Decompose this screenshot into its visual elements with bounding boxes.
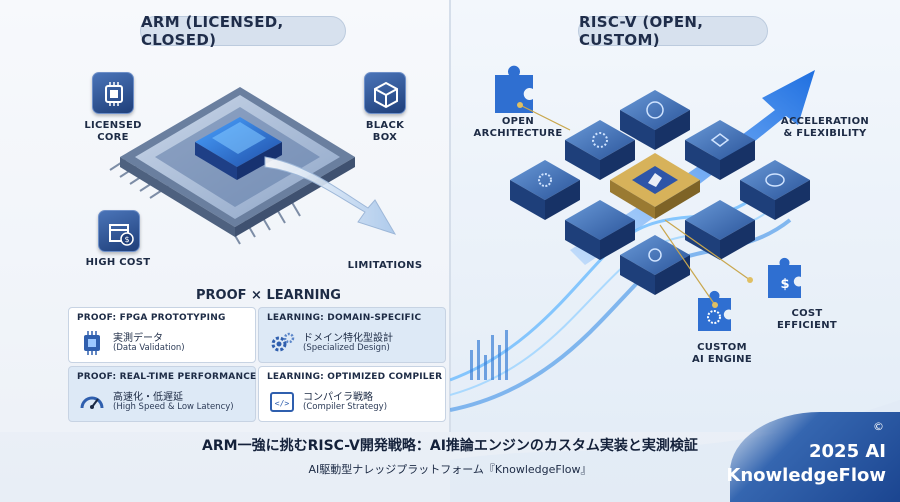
card-domain-specific: LEARNING: DOMAIN-SPECIFIC ドメイン特化型設計 (Spe… — [258, 307, 446, 363]
gauge-icon — [79, 389, 105, 415]
arm-chip-illustration — [109, 87, 397, 245]
riscv-illustration: $ — [450, 65, 815, 412]
black-box-label: BLACK BOX — [365, 120, 405, 143]
card-title: PROOF: FPGA PROTOTYPING — [77, 313, 226, 323]
copyright-mark: © — [873, 420, 884, 433]
proof-learning-title: PROOF × LEARNING — [196, 288, 341, 303]
svg-text:</>: </> — [275, 399, 290, 408]
card-main: 実測データ — [113, 333, 163, 344]
card-sub: (Specialized Design) — [303, 343, 390, 353]
licensed-core-label: LICENSED CORE — [84, 120, 142, 143]
svg-text:$: $ — [124, 235, 129, 244]
code-icon: </> — [269, 389, 295, 415]
cpu-icon — [92, 72, 134, 114]
brand-line-1: 2025 AI — [809, 441, 886, 462]
svg-text:$: $ — [780, 277, 789, 292]
cost-efficient-label: COST EFFICIENT — [777, 308, 837, 331]
card-main: コンパイラ戦略 — [303, 392, 373, 403]
cost-box-icon: $ — [98, 210, 140, 252]
brand-line-2: KnowledgeFlow — [726, 465, 886, 486]
acceleration-label: ACCELERATION & FLEXIBILITY — [780, 116, 870, 139]
arm-header: ARM (LICENSED, CLOSED) — [140, 13, 346, 49]
card-sub: (High Speed & Low Latency) — [113, 402, 234, 412]
card-fpga-prototyping: PROOF: FPGA PROTOTYPING 実測データ (Data Vali… — [68, 307, 256, 363]
footer-title: ARM一強に挑むRISC-V開発戦略：AI推論エンジンのカスタム実装と実測検証 — [202, 438, 698, 454]
footer-subtitle: AI駆動型ナレッジプラットフォーム『KnowledgeFlow』 — [308, 463, 592, 476]
brand-text: 2025 AI KnowledgeFlow — [726, 440, 886, 488]
card-title: PROOF: REAL-TIME PERFORMANCE — [77, 372, 257, 382]
card-sub: (Data Validation) — [113, 343, 185, 353]
chip-icon — [79, 330, 105, 356]
limitations-label: LIMITATIONS — [347, 260, 423, 271]
card-optimized-compiler: LEARNING: OPTIMIZED COMPILER </> コンパイラ戦略… — [258, 366, 446, 422]
card-title: LEARNING: OPTIMIZED COMPILER — [267, 372, 443, 382]
card-title: LEARNING: DOMAIN-SPECIFIC — [267, 313, 422, 323]
card-main: ドメイン特化型設計 — [303, 333, 393, 344]
black-box-icon — [364, 72, 406, 114]
puzzle-icon-open — [495, 65, 533, 113]
gear-icon — [269, 330, 295, 356]
custom-ai-engine-label: CUSTOM AI ENGINE — [692, 342, 752, 365]
card-realtime-performance: PROOF: REAL-TIME PERFORMANCE 高速化・低遅延 (Hi… — [68, 366, 256, 422]
panel-divider — [449, 0, 451, 432]
card-main: 高速化・低遅延 — [113, 392, 183, 403]
card-sub: (Compiler Strategy) — [303, 402, 388, 412]
high-cost-label: HIGH COST — [85, 257, 151, 268]
brand-corner-background — [730, 412, 900, 502]
riscv-header: RISC-V (OPEN, CUSTOM) — [578, 13, 768, 49]
open-architecture-label: OPEN ARCHITECTURE — [473, 116, 563, 139]
